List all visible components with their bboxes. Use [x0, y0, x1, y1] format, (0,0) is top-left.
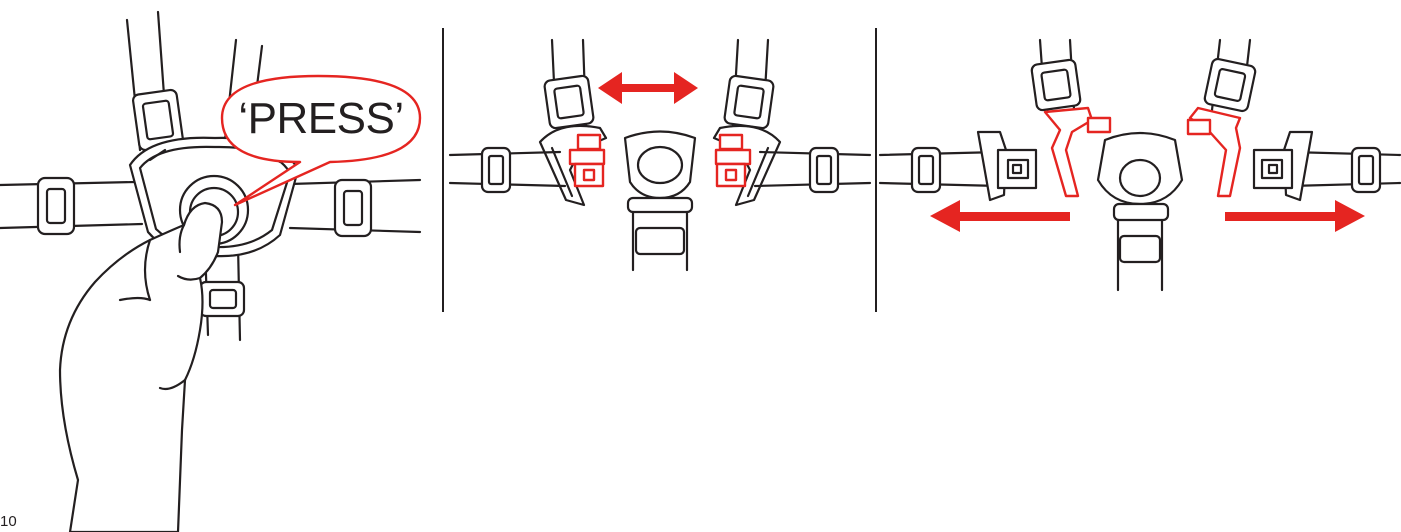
shoulder-strap-left: [125, 10, 185, 152]
left-waist-strap: [448, 146, 567, 194]
arrow-left-icon: [930, 200, 1070, 232]
harness-buckle-icon: [623, 130, 697, 272]
left-waist-strap: [878, 130, 1038, 202]
right-tongue-red: [1186, 38, 1257, 198]
panel-press: ‘PRESS’: [0, 10, 422, 532]
right-latch-red: [714, 133, 752, 188]
press-callout-text: ‘PRESS’: [238, 94, 403, 143]
harness-buckle-icon: [1096, 131, 1184, 292]
double-arrow-icon: [598, 72, 698, 104]
left-tongue-red: [1030, 38, 1112, 198]
right-waist-strap: [753, 146, 872, 194]
arrow-right-icon: [1225, 200, 1365, 232]
waist-strap-left: [0, 176, 144, 236]
waist-strap-right: [288, 178, 422, 238]
speech-bubble-icon: [220, 74, 422, 207]
panel-release: [448, 38, 872, 272]
right-waist-strap: [1252, 130, 1401, 202]
left-latch-red: [568, 133, 606, 188]
panel-pull-apart: [878, 38, 1401, 292]
page-number: 10: [0, 513, 17, 530]
hand-icon: [58, 201, 224, 532]
